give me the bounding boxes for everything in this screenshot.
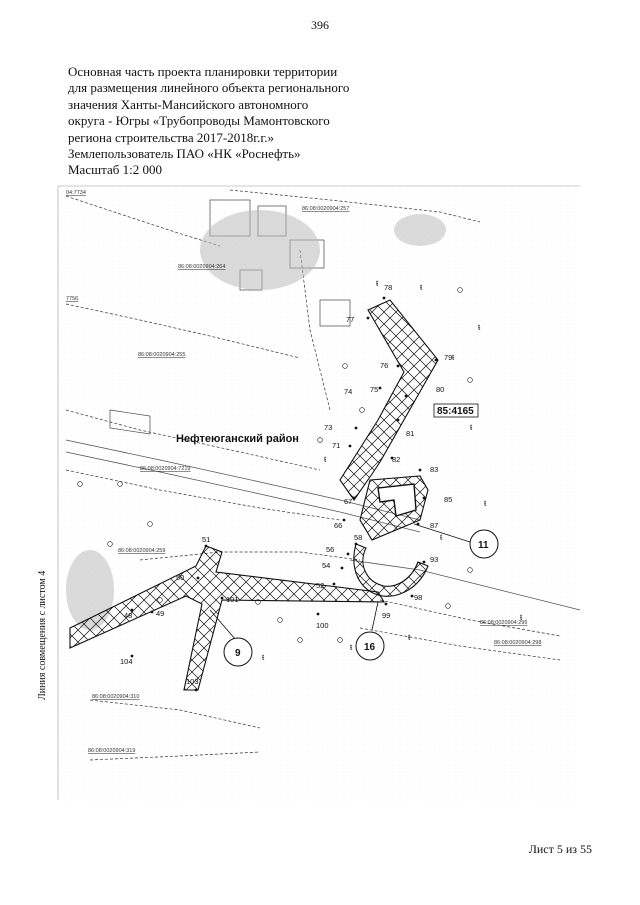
tree-symbols: ŧ ŧ ŧ ŧ ŧ ŧ ŧ ŧ ŧ ŧ ŧ ŧ: [262, 279, 523, 662]
pipeline-corridor-north: [339, 299, 439, 501]
terrain-symbols: [77, 287, 473, 643]
svg-text:50: 50: [176, 573, 184, 582]
svg-text:ŧ: ŧ: [478, 323, 481, 332]
svg-text:101: 101: [226, 595, 239, 604]
svg-text:74: 74: [344, 387, 352, 396]
svg-text:93: 93: [430, 555, 438, 564]
svg-text:76: 76: [380, 361, 388, 370]
svg-text:87: 87: [430, 521, 438, 530]
header-line: значения Ханты-Мансийского автономного: [68, 96, 309, 112]
pipeline-corridor-southwest: [69, 545, 385, 691]
cadastral-label: 86:08:0020904:259: [118, 548, 165, 554]
document-header: Основная часть проекта планировки террит…: [68, 64, 388, 179]
cadastral-label: 86:08:0020904:264: [178, 264, 225, 270]
svg-text:78: 78: [384, 283, 392, 292]
svg-text:73: 73: [324, 423, 332, 432]
facility-outline: [377, 483, 417, 517]
header-line: для размещения линейного объекта региона…: [68, 80, 350, 96]
svg-text:49: 49: [156, 609, 164, 618]
svg-text:ŧ: ŧ: [484, 499, 487, 508]
district-label: Нефтеюганский район: [176, 433, 299, 445]
svg-text:ŧ: ŧ: [470, 423, 473, 432]
svg-text:ŧ: ŧ: [452, 353, 455, 362]
svg-text:ŧ: ŧ: [420, 283, 423, 292]
svg-text:54: 54: [322, 561, 330, 570]
svg-text:99: 99: [382, 611, 390, 620]
callout-leaders: [209, 523, 471, 641]
svg-text:56: 56: [326, 545, 334, 554]
cadastral-label: 86:08:0020904:255: [138, 352, 185, 358]
svg-text:81: 81: [406, 429, 414, 438]
svg-text:ŧ: ŧ: [350, 643, 353, 652]
svg-text:103: 103: [186, 677, 199, 686]
scan-texture: [58, 184, 578, 804]
header-line: Землепользователь ПАО «НК «Роснефть»: [68, 146, 301, 162]
svg-text:85: 85: [444, 495, 452, 504]
cadastral-label: 86:08:0020904:310: [92, 694, 139, 700]
svg-text:16: 16: [364, 642, 376, 653]
svg-text:11: 11: [478, 540, 489, 551]
boundary-points: [130, 296, 438, 692]
svg-text:ŧ: ŧ: [262, 653, 265, 662]
svg-text:85:4165: 85:4165: [437, 406, 474, 417]
svg-text:104: 104: [120, 657, 133, 666]
svg-text:75: 75: [370, 385, 378, 394]
svg-text:ŧ: ŧ: [324, 455, 327, 464]
svg-text:67: 67: [344, 497, 352, 506]
header-line: округа - Югры «Трубопроводы Мамонтовског…: [68, 113, 330, 129]
svg-text:83: 83: [430, 465, 438, 474]
cadastral-label: 86:08:0020904:319: [88, 748, 135, 754]
svg-text:9: 9: [235, 648, 241, 659]
cadastral-label: 86:08:0020904:296: [480, 620, 527, 626]
parcel-number: 85:4165: [433, 403, 479, 418]
svg-text:100: 100: [316, 621, 329, 630]
callout-circles: 11 9 16: [223, 529, 499, 667]
point-labels: 78 77 79 76 75 74 80 81 73 71 82 83 67 8…: [120, 283, 452, 686]
svg-text:77: 77: [346, 315, 354, 324]
svg-text:51: 51: [202, 535, 210, 544]
svg-text:79: 79: [444, 353, 452, 362]
svg-text:52: 52: [316, 581, 324, 590]
scanned-features: [66, 210, 446, 630]
cadastral-label: 7756: [66, 296, 78, 302]
svg-text:48: 48: [124, 611, 132, 620]
map-frame: [57, 185, 580, 800]
header-line: региона строительства 2017-2018г.г.»: [68, 129, 274, 145]
cadastral-labels: 04:7734 86:08:0020904:257 86:08:0020904:…: [66, 190, 541, 754]
svg-text:71: 71: [332, 441, 340, 450]
svg-text:66: 66: [334, 521, 342, 530]
cadastral-label: 04:7734: [66, 190, 86, 196]
svg-text:ŧ: ŧ: [440, 533, 443, 542]
scale-line: Масштаб 1:2 000: [68, 162, 162, 178]
svg-text:ŧ: ŧ: [408, 633, 411, 642]
page-number: 396: [311, 18, 329, 32]
cadastral-label: 86:08:0020904:257: [302, 206, 349, 212]
svg-text:58: 58: [354, 533, 362, 542]
header-line: Основная часть проекта планировки террит…: [68, 64, 338, 79]
sheet-number: Лист 5 из 55: [528, 842, 592, 856]
svg-text:98: 98: [414, 593, 422, 602]
cadastral-label: 86:08:0020904:7219: [140, 466, 190, 472]
svg-text:ŧ: ŧ: [376, 279, 379, 288]
parcel-boundaries: [65, 189, 561, 761]
side-alignment-label: Линия совмещения с листом 4: [37, 570, 48, 700]
svg-text:82: 82: [392, 455, 400, 464]
svg-text:ŧ: ŧ: [520, 613, 523, 622]
svg-text:80: 80: [436, 385, 444, 394]
cadastral-label: 86:08:0020904:298: [494, 640, 541, 646]
